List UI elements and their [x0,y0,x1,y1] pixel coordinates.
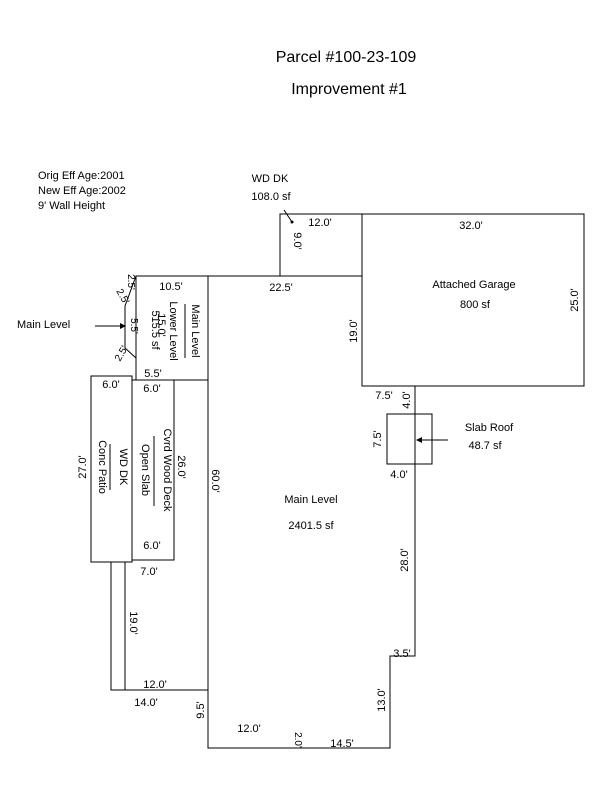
lower-level-sub: Lower Level [167,301,179,360]
dim-top-32: 32.0' [459,220,483,232]
dim-top-12: 12.0' [308,217,332,229]
parcel-title: Parcel #100-23-109 [276,49,417,66]
dim-deck-6c: 6.0' [143,540,160,552]
lower-level-angle [124,275,137,359]
dim-14: 14.0' [134,697,158,709]
dim-19: 19.0' [127,611,139,635]
covered-deck-name: Cvrd Wood Deck [161,429,173,512]
main-level-outline [207,275,416,749]
patio-sub: Conc Patio [96,440,108,494]
lower-level-name: Main Level [189,304,201,357]
slab-roof-name: Slab Roof [465,422,514,434]
dim-slab-4: 4.0' [390,469,407,481]
wd-dk-top-outline [279,213,362,276]
slab-pointer-arrow [416,437,422,443]
lower-level-area: 515.5 sf [149,310,161,350]
dim-ll-5-5a: 5.5' [128,318,139,334]
wall-height: 9' Wall Height [38,200,105,212]
dim-ll-2-5: 2.5' [125,274,136,290]
dim-gar-7-5: 7.5' [375,390,392,402]
main-level-pointer-arrow [120,323,126,329]
new-eff-age: New Eff Age:2002 [38,185,126,197]
wd-dk-pointer-line [283,209,293,223]
main-level-name: Main Level [284,494,337,506]
dim-deck-26: 26.0' [175,455,187,479]
main-level-pointer-label: Main Level [17,319,70,331]
dim-main-60: 60.0' [209,469,221,493]
slab-roof-outline [386,413,433,465]
dim-gar-25: 25.0' [569,288,581,312]
garage-area: 800 sf [460,299,491,311]
dim-right-13: 13.0' [376,688,388,712]
slab-roof-area: 48.7 sf [468,440,502,452]
wd-dk-pointer-dot [290,220,294,224]
attached-garage-outline [361,213,585,387]
dim-bot-14-5: 14.5' [330,738,354,750]
dim-right-28: 28.0' [399,548,411,572]
dim-bot-2: 2.0' [292,732,303,748]
dim-ll-15: 15.0' [155,313,167,337]
dim-gar-19: 19.0' [348,319,360,343]
main-level-area: 2401.5 sf [288,520,334,532]
dim-right-3-5: 3.5' [393,648,410,660]
dim-deck-6b: 6.0' [143,383,160,395]
dim-ll-2-5c: 2.5' [113,344,130,363]
improvement-title: Improvement #1 [291,81,407,98]
dim-slab-7-5: 7.5' [372,430,384,447]
dim-deck-6a: 6.0' [102,379,119,391]
dim-12: 12.0' [143,679,167,691]
orig-eff-age: Orig Eff Age:2001 [38,170,125,182]
dim-wd-9: 9.0' [291,232,303,249]
garage-name: Attached Garage [432,279,515,291]
dim-gar-4: 4.0' [401,391,413,408]
dim-top-10-5: 10.5' [159,281,183,293]
dim-ll-5-5b: 5.5' [144,368,161,380]
wd-dk-top-area: 108.0 sf [251,191,291,203]
wd-dk-top-name: WD DK [252,173,289,185]
dim-ll-2-5b: 2.5' [113,287,130,306]
dim-mid-22-5: 22.5' [269,282,293,294]
dim-7: 7.0' [140,566,157,578]
dim-9-5: 9.5' [195,701,207,718]
dim-bot-12: 12.0' [237,723,261,735]
covered-deck-sub: Open Slab [139,444,151,496]
patio-name: WD DK [117,449,129,486]
dim-patio-27: 27.0' [77,455,89,479]
lower-deck-outline [110,562,208,691]
